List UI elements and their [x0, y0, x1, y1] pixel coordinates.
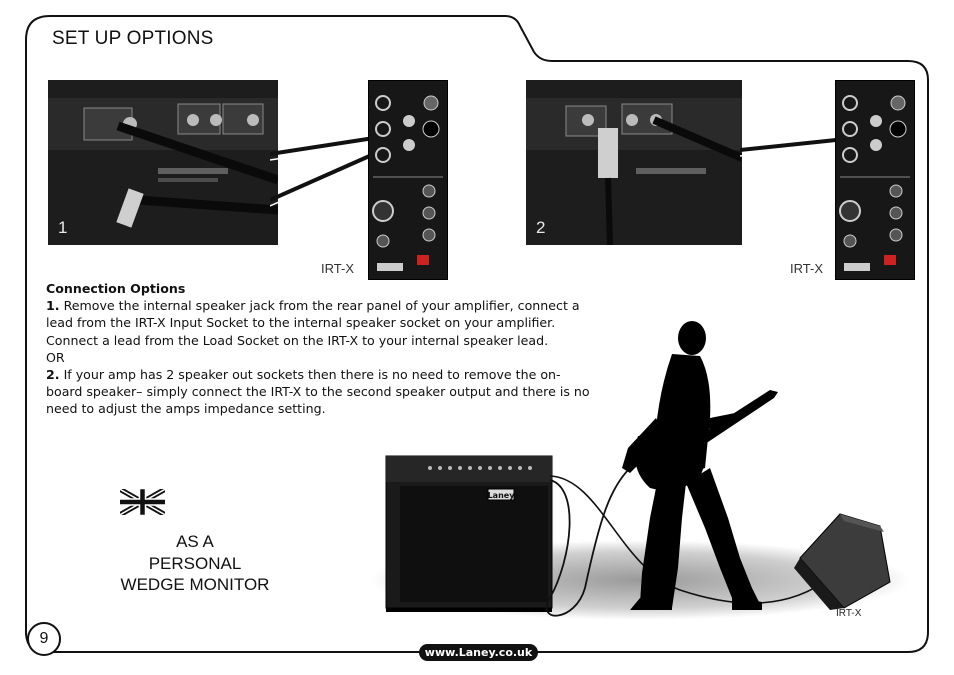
amp-logo: Laney [488, 491, 516, 500]
irt-x-panel-1 [368, 80, 448, 280]
cable-lines-2 [740, 138, 837, 157]
page-number: 9 [27, 622, 61, 656]
page-title: SET UP OPTIONS [52, 28, 214, 49]
website-link[interactable]: www.Laney.co.uk [419, 644, 538, 661]
speaker-cable [549, 475, 831, 604]
or-text: OR [46, 349, 65, 365]
figure-number: 1 [58, 218, 68, 237]
section-heading: AS A PERSONAL WEDGE MONITOR [100, 531, 290, 596]
section-heading-line-1: AS A [176, 532, 214, 551]
section-heading-line-2: PERSONAL [148, 553, 242, 573]
guitarist-silhouette-icon [622, 321, 778, 610]
wedge-label: IRT-X [836, 608, 862, 619]
section-heading-line-3: WEDGE MONITOR [120, 575, 270, 594]
guitar-cable [545, 467, 631, 617]
figure-number: 2 [536, 218, 546, 237]
option-2-paragraph: 2. If your amp has 2 speaker out sockets… [46, 366, 596, 418]
amp-rear-photo-1: 1 [48, 80, 278, 245]
amp-rear-photo-2: 2 [526, 80, 742, 245]
connection-options-text: Connection Options 1. Remove the interna… [46, 280, 596, 418]
amp-logo-badge [487, 488, 515, 501]
option-2-number: 2. [46, 367, 60, 383]
device-label: IRT-X [790, 261, 823, 276]
option-1-text: Remove the internal speaker jack from th… [46, 298, 580, 348]
connection-options-heading: Connection Options [46, 281, 186, 296]
guitarist-scene-illustration: Laney [370, 321, 910, 620]
option-1-paragraph: 1. Remove the internal speaker jack from… [46, 297, 596, 349]
irt-x-wedge-monitor-icon [794, 513, 891, 610]
device-label: IRT-X [321, 261, 354, 276]
option-1-number: 1. [46, 298, 60, 314]
option-2-text: If your amp has 2 speaker out sockets th… [46, 367, 590, 417]
cable-lines-1 [270, 136, 375, 207]
combo-amplifier-icon [385, 455, 553, 612]
uk-flag-icon [120, 489, 165, 515]
irt-x-panel-2 [835, 80, 915, 280]
